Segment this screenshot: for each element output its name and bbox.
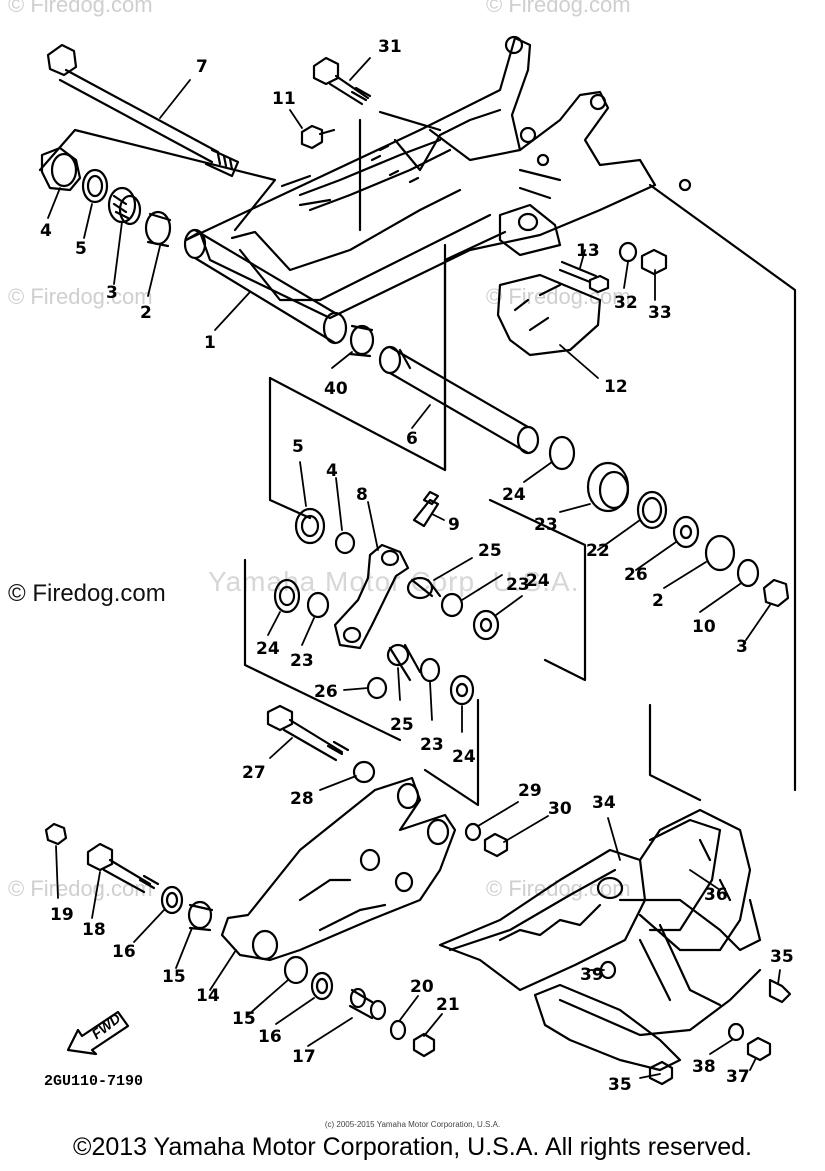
callout-label: 18: [82, 920, 106, 940]
watermark-low-left: © Firedog.com: [8, 876, 153, 901]
callout-label: 9: [448, 515, 460, 535]
pivot-tube: [183, 228, 348, 345]
rear-bumper-guard: [438, 808, 762, 1072]
connecting-rod-group: [273, 490, 500, 706]
bolt-31: [312, 56, 372, 106]
callout-label: 10: [692, 617, 716, 637]
seal-bearing-stack-right: [548, 435, 790, 608]
lower-hardware: [44, 822, 436, 1058]
callout-label: 2: [140, 303, 152, 323]
callout-label: 12: [604, 377, 628, 397]
callout-label: 33: [648, 303, 672, 323]
watermark-top-left: © Firedog.com: [8, 0, 153, 17]
callout-label: 22: [586, 541, 610, 561]
callout-label: 6: [406, 429, 418, 449]
bolt-27: [266, 704, 376, 784]
callout-label: 23: [420, 735, 444, 755]
callout-label: 5: [75, 239, 87, 259]
callout-label: 23: [534, 515, 558, 535]
small-copyright: (c) 2005-2015 Yamaha Motor Corporation, …: [324, 1120, 501, 1129]
callout-label: 35: [770, 947, 794, 967]
callout-label: 31: [378, 37, 402, 57]
callout-label: 21: [436, 995, 460, 1015]
callout-label: 2: [652, 591, 664, 611]
callout-label: 19: [50, 905, 74, 925]
callout-label: 3: [106, 283, 118, 303]
callout-label: 26: [624, 565, 648, 585]
callout-label: 1: [204, 333, 216, 353]
callout-label: 3: [736, 637, 748, 657]
diagram-code: 2GU110-7190: [44, 1073, 144, 1090]
callout-label: 5: [292, 437, 304, 457]
fwd-arrow-icon: [66, 1010, 130, 1056]
group-bracket-lines: [38, 110, 797, 807]
watermark-mid-left: © Firedog.com: [8, 284, 153, 309]
inner-collar-shaft: [348, 324, 540, 455]
bolt-11: [300, 124, 336, 150]
callout-label: 24: [526, 571, 550, 591]
callout-label: 11: [272, 89, 296, 109]
callout-label: 26: [314, 682, 338, 702]
callout-label: 37: [726, 1067, 750, 1087]
callout-label: 30: [548, 799, 572, 819]
callout-label: 23: [506, 575, 530, 595]
callout-label: 28: [290, 789, 314, 809]
copyright-notice: ©2013 Yamaha Motor Corporation, U.S.A. A…: [73, 1133, 752, 1161]
callout-label: 25: [478, 541, 502, 561]
leader-lines: [47, 57, 781, 1079]
callout-label: 7: [196, 57, 208, 77]
pivot-shaft-bolt: [46, 43, 240, 178]
callout-label: 34: [592, 793, 616, 813]
callout-label: 39: [580, 965, 604, 985]
callout-label: 15: [162, 967, 186, 987]
callout-label: 17: [292, 1047, 316, 1067]
callout-label: 36: [704, 885, 728, 905]
watermark-top-right: © Firedog.com: [486, 0, 631, 17]
bracket-hardware: [496, 203, 668, 357]
callout-label: 29: [518, 781, 542, 801]
callout-label: 27: [242, 763, 266, 783]
washer-nut-29-30: [464, 822, 509, 858]
callout-label: 14: [196, 986, 220, 1006]
callout-label: 25: [390, 715, 414, 735]
callout-label: 24: [452, 747, 476, 767]
callout-label: 23: [290, 651, 314, 671]
callout-label: 15: [232, 1009, 256, 1029]
callout-label: 4: [326, 461, 338, 481]
callout-label: 8: [356, 485, 368, 505]
callout-label: 16: [258, 1027, 282, 1047]
seal-bearing-stack-left: [40, 146, 172, 248]
site-label: © Firedog.com: [8, 580, 166, 607]
callout-label: 24: [256, 639, 280, 659]
callout-label: 4: [40, 221, 52, 241]
callout-label: 40: [324, 379, 348, 399]
callout-label: 16: [112, 942, 136, 962]
callout-label: 13: [576, 241, 600, 261]
callout-label: 32: [614, 293, 638, 313]
relay-arm: [220, 776, 457, 962]
callout-label: 35: [608, 1075, 632, 1095]
callout-label: 20: [410, 977, 434, 997]
callout-label: 24: [502, 485, 526, 505]
callout-label: 38: [692, 1057, 716, 1077]
